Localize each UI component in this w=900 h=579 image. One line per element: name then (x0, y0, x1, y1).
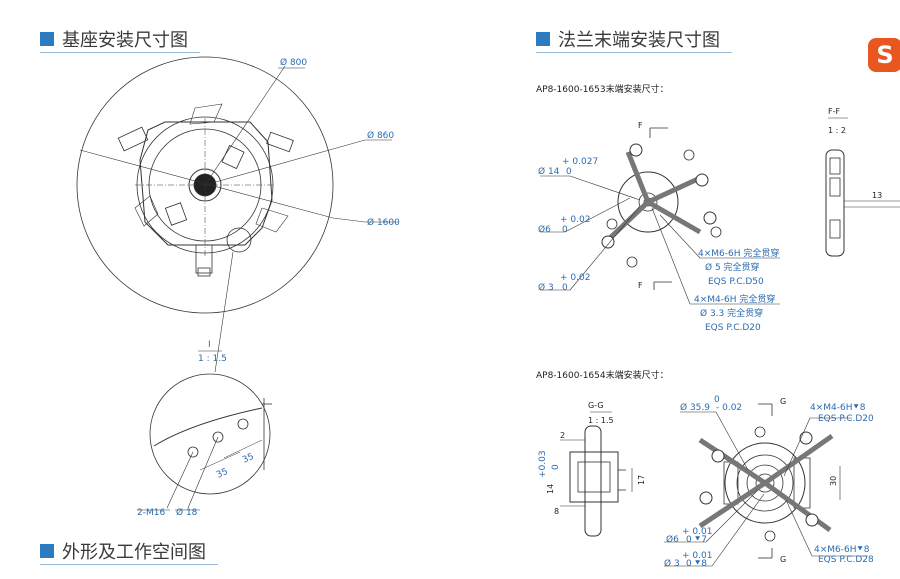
b-d6-label: Ø6 (666, 534, 679, 545)
d3-tol0: 0 (562, 283, 568, 293)
m4-note-3: EQS P.C.D20 (705, 323, 761, 333)
workspace-section-title: 外形及工作空间图 (40, 540, 218, 565)
dim-14: 14 (546, 484, 555, 494)
m4-note-2: Ø 3.3 完全贯穿 (700, 307, 763, 319)
dim-17: 17 (637, 475, 646, 485)
dim-14-tol: +0.03 (538, 450, 548, 478)
f-section-top: F (638, 121, 643, 130)
detail-i-label: I (208, 340, 211, 350)
m4-eqs-note: EQS P.C.D20 (818, 414, 874, 424)
dim-800: Ø 800 (280, 57, 307, 68)
b-d3-tol: + 0.01 (682, 551, 712, 561)
d6-label: Ø6 (538, 224, 551, 235)
m6-note-2: Ø 5 完全贯穿 (705, 261, 760, 273)
m6-eqs-note: EQS P.C.D28 (818, 555, 874, 565)
m6-note-1: 4×M6-6H 完全贯穿 (698, 247, 779, 259)
brand-logo: S (868, 38, 900, 72)
d359-tol: - 0.02 (716, 403, 742, 413)
d359-tol0: 0 (714, 395, 720, 405)
d359-label: Ø 35.9 (680, 402, 710, 413)
d6-tol: + 0.02 (560, 215, 590, 225)
base-section-title: 基座安装尺寸图 (40, 28, 200, 53)
section-marker-icon (40, 544, 54, 558)
base-title-text: 基座安装尺寸图 (62, 30, 188, 51)
dim-8: 8 (554, 507, 559, 516)
g-section-bottom: G (780, 555, 786, 564)
b-d6-tol0: 0 (686, 535, 692, 545)
dim-1600: Ø 1600 (367, 217, 400, 228)
section-marker-icon (40, 32, 54, 46)
b-d3-label: Ø 3 (664, 558, 680, 569)
d14-tol: + 0.027 (562, 157, 598, 167)
label-2-m16: 2-M16 (137, 508, 165, 518)
gg-section-label: G-G (588, 401, 604, 410)
b-d6-tol: + 0.01 (682, 527, 712, 537)
dim-2: 2 (560, 431, 565, 440)
label-d18: Ø 18 (176, 507, 198, 518)
flange-section-title: 法兰末端安装尺寸图 (536, 28, 732, 53)
dim-35b: 35 (241, 452, 256, 466)
m6-note-3: EQS P.C.D50 (708, 277, 764, 287)
dim-30: 30 (829, 476, 838, 486)
model-b-caption: AP8-1600-1654末端安装尺寸： (536, 371, 669, 381)
workspace-title-text: 外形及工作空间图 (62, 542, 206, 563)
m6-depth-note: 4×M6-6H⯆8 (814, 545, 870, 555)
d3-tol: + 0.02 (560, 273, 590, 283)
m4-depth-note: 4×M4-6H⯆8 (810, 403, 866, 413)
b-d6-depth: ⯆7 (694, 535, 707, 545)
ff-section-scale: 1 : 2 (828, 126, 846, 135)
d3-label: Ø 3 (538, 282, 554, 293)
g-section-top: G (780, 397, 786, 406)
dim-13: 13 (872, 191, 882, 200)
b-d3-depth: ⯆8 (694, 559, 707, 569)
flange-title-text: 法兰末端安装尺寸图 (558, 30, 720, 51)
section-marker-icon (536, 32, 550, 46)
dim-860: Ø 860 (367, 130, 394, 141)
d6-tol0: 0 (562, 225, 568, 235)
d14-label: Ø 14 (538, 166, 560, 177)
f-section-bottom: F (638, 281, 643, 290)
m4-note-1: 4×M4-6H 完全贯穿 (694, 293, 775, 305)
detail-i-scale: 1 : 1.5 (198, 354, 227, 364)
b-d3-tol0: 0 (686, 559, 692, 569)
d14-tol0: 0 (566, 167, 572, 177)
dim-14-tol0: 0 (551, 464, 561, 470)
ff-section-label: F-F (828, 107, 840, 116)
gg-section-scale: 1 : 1.5 (588, 416, 614, 425)
model-a-caption: AP8-1600-1653末端安装尺寸： (536, 85, 669, 95)
outer-circle-1600 (76, 56, 334, 314)
detail-circle (149, 373, 271, 495)
dim-35a: 35 (215, 467, 230, 481)
